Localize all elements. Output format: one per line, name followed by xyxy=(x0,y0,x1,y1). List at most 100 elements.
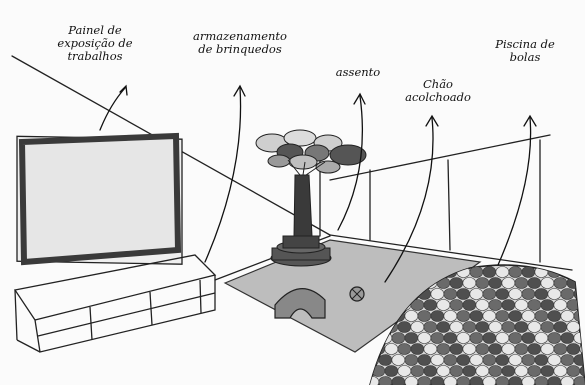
ball xyxy=(553,365,568,377)
ball xyxy=(391,354,406,366)
ball xyxy=(449,299,464,311)
ball xyxy=(560,376,575,385)
ball xyxy=(540,299,555,311)
ball xyxy=(495,288,510,300)
ball xyxy=(430,354,445,366)
ball xyxy=(547,332,562,344)
label-ball-pit: Piscina de bolas xyxy=(495,37,555,64)
ball xyxy=(482,354,497,366)
ball xyxy=(456,332,471,344)
round-toy xyxy=(349,286,365,302)
ball xyxy=(553,277,568,289)
ball xyxy=(370,354,380,366)
ball xyxy=(436,299,451,311)
ball xyxy=(475,365,490,377)
ball xyxy=(384,343,399,355)
wall-post-3 xyxy=(447,159,451,251)
back-wall-top-line xyxy=(329,134,551,181)
ball xyxy=(430,310,445,322)
ball xyxy=(566,365,581,377)
arrowhead-seat xyxy=(353,92,366,105)
ball xyxy=(527,365,542,377)
ball xyxy=(508,266,523,278)
ball xyxy=(378,354,393,366)
ball xyxy=(547,288,562,300)
ball xyxy=(514,321,529,333)
ball xyxy=(495,310,510,322)
ball xyxy=(462,299,477,311)
ball xyxy=(391,332,406,344)
ball xyxy=(397,321,412,333)
label-display-panel: Painel de exposição de trabalhos xyxy=(57,23,133,63)
ball xyxy=(521,310,536,322)
ball xyxy=(573,288,585,300)
ball xyxy=(501,343,516,355)
ball xyxy=(475,277,490,289)
ball xyxy=(410,321,425,333)
ball xyxy=(449,365,464,377)
ball xyxy=(469,288,484,300)
ball xyxy=(540,277,555,289)
ball xyxy=(573,266,585,278)
ball xyxy=(456,288,471,300)
label-padded-floor: Chão acolchoado xyxy=(405,77,471,104)
ball xyxy=(540,321,555,333)
ball xyxy=(488,299,503,311)
ball xyxy=(508,376,523,385)
ball xyxy=(579,277,585,289)
ball xyxy=(462,321,477,333)
ball xyxy=(521,266,536,278)
ball xyxy=(417,376,432,385)
ball xyxy=(482,310,497,322)
ball xyxy=(488,321,503,333)
ball xyxy=(527,343,542,355)
arrow-seat xyxy=(337,95,364,231)
tree-seat xyxy=(270,174,332,267)
ball xyxy=(508,288,523,300)
ball xyxy=(527,321,542,333)
arrow-display-panel xyxy=(99,87,126,131)
ball xyxy=(553,299,568,311)
ball xyxy=(579,365,585,377)
ball xyxy=(456,376,471,385)
ball xyxy=(397,365,412,377)
arrow-padded-floor xyxy=(384,117,434,283)
ball xyxy=(475,321,490,333)
ball xyxy=(443,332,458,344)
ball xyxy=(456,354,471,366)
ball xyxy=(514,277,529,289)
ball xyxy=(527,299,542,311)
ball xyxy=(469,332,484,344)
arrowhead-display-panel xyxy=(119,84,128,96)
ball xyxy=(482,376,497,385)
arrowhead-padded-floor xyxy=(425,114,439,127)
ball xyxy=(534,288,549,300)
ball xyxy=(404,332,419,344)
ball xyxy=(436,343,451,355)
ball xyxy=(560,310,575,322)
ball xyxy=(508,354,523,366)
ball xyxy=(495,354,510,366)
arrowhead-toy-storage xyxy=(233,84,246,97)
ball xyxy=(417,332,432,344)
ball xyxy=(482,266,497,278)
ball xyxy=(553,321,568,333)
ball xyxy=(521,354,536,366)
ball xyxy=(410,343,425,355)
ball xyxy=(430,288,445,300)
ball xyxy=(404,354,419,366)
ball xyxy=(501,277,516,289)
toy-storage-shelves xyxy=(13,254,217,353)
ball xyxy=(508,332,523,344)
ball xyxy=(534,310,549,322)
ball xyxy=(501,365,516,377)
ball xyxy=(443,354,458,366)
ball xyxy=(469,376,484,385)
ball xyxy=(553,343,568,355)
ball xyxy=(521,332,536,344)
ball xyxy=(579,321,585,333)
display-panel xyxy=(16,132,183,266)
ball xyxy=(436,365,451,377)
ball xyxy=(443,310,458,322)
